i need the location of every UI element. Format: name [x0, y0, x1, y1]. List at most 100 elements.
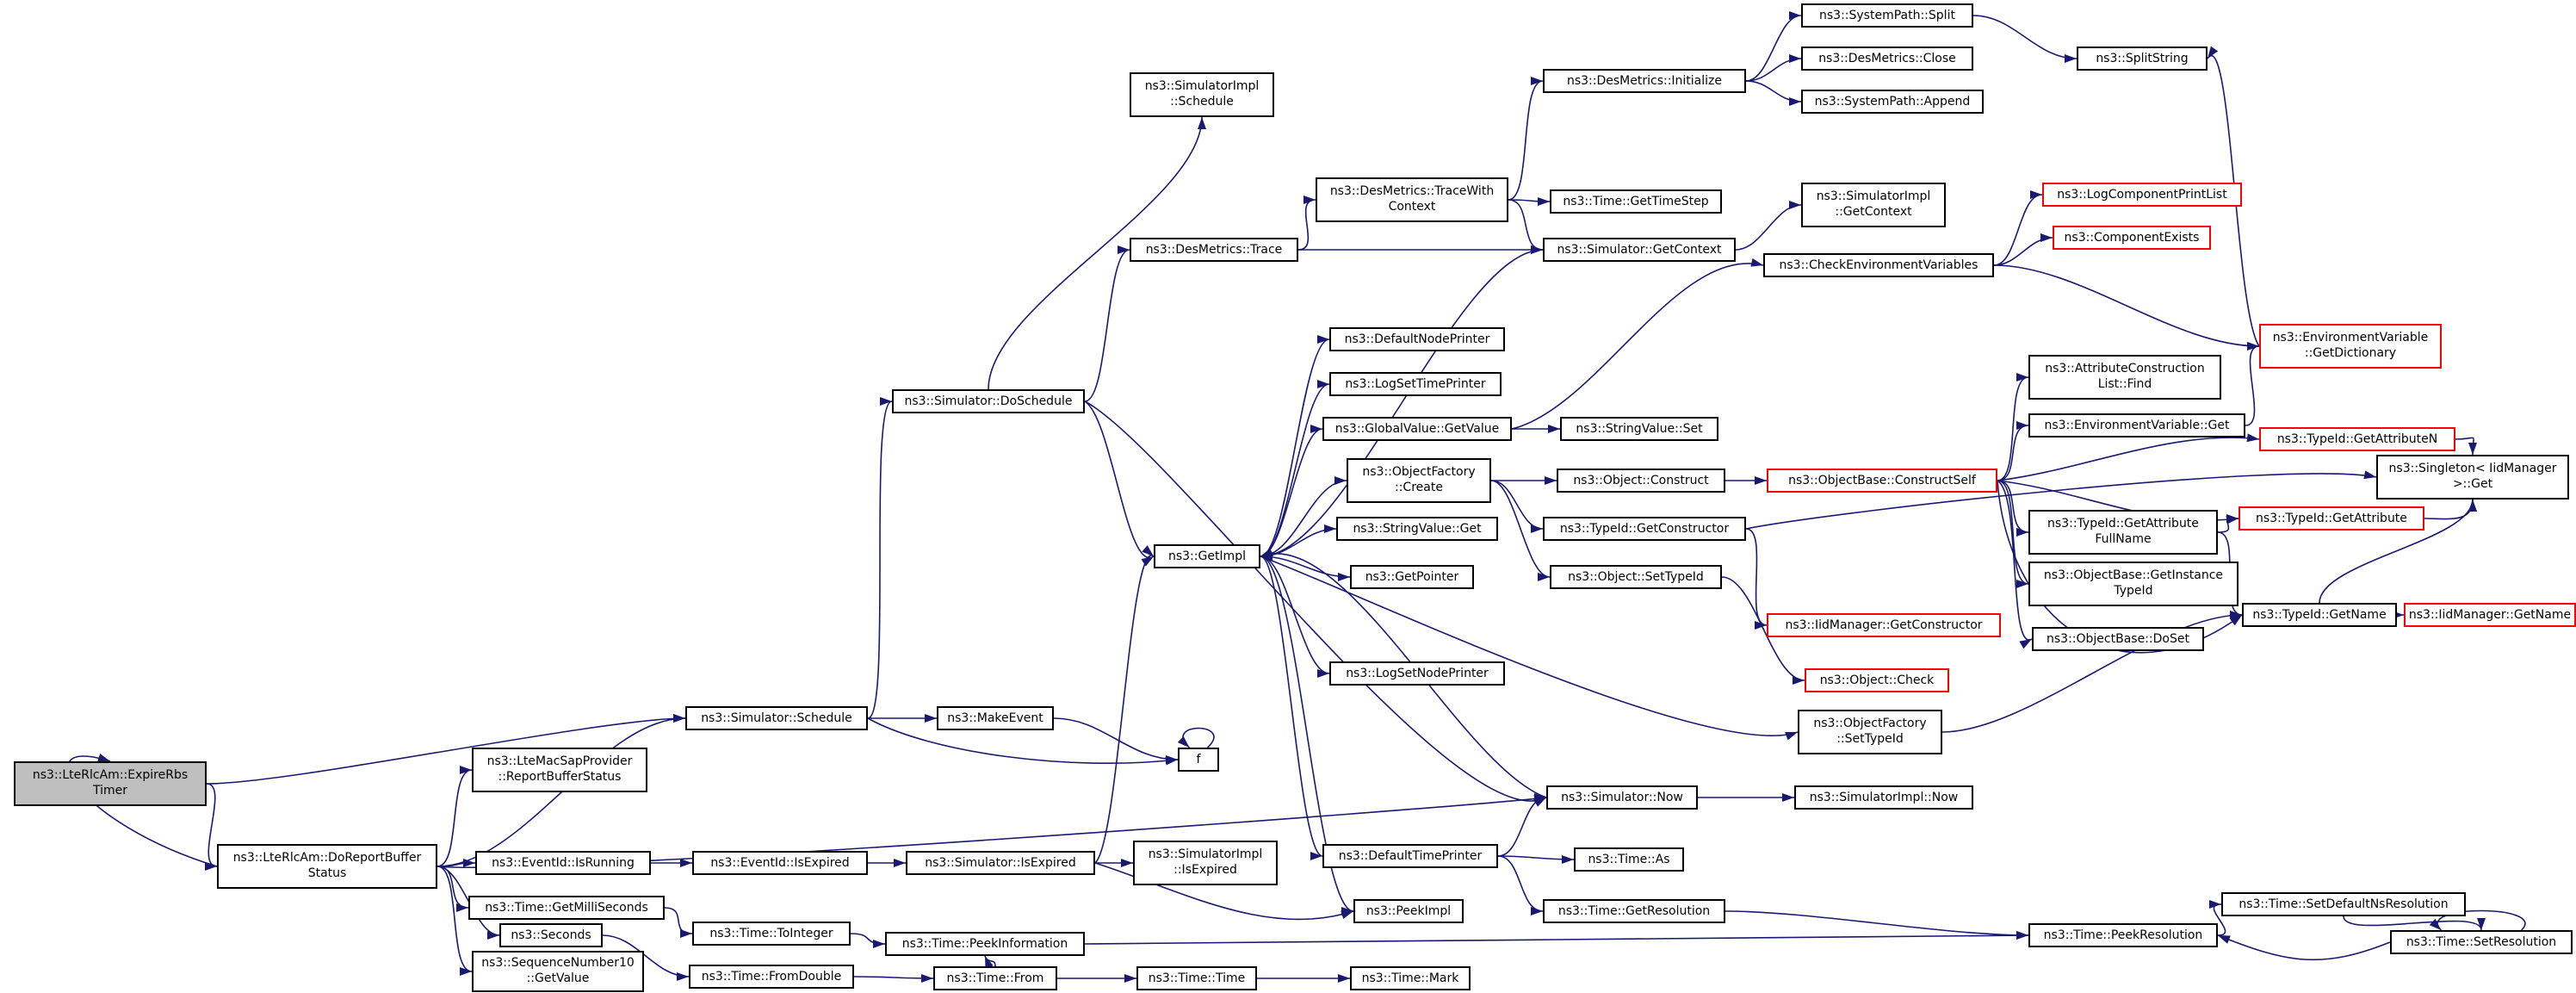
node-simIsExpired[interactable]: ns3::Simulator::IsExpired	[906, 851, 1095, 875]
node-peekImpl[interactable]: ns3::PeekImpl	[1353, 899, 1464, 923]
node-logComponentPrintList[interactable]: ns3::LogComponentPrintList	[2042, 183, 2242, 207]
edge-constructSelf-getAttrFullName	[1997, 480, 2029, 537]
node-getMilliSeconds[interactable]: ns3::Time::GetMilliSeconds	[468, 896, 665, 920]
edge-getConstructor-singleton	[1745, 470, 2377, 530]
node-peekInformation[interactable]: ns3::Time::PeekInformation	[885, 932, 1085, 956]
edge-traceWithContext-desInit	[1508, 77, 1544, 201]
edge-checkEnvVars-logComponentPrintList	[1993, 190, 2043, 266]
edge-constructSelf-attrFind	[1997, 373, 2029, 481]
node-desTrace[interactable]: ns3::DesMetrics::Trace	[1130, 238, 1298, 262]
node-simImplSchedule[interactable]: ns3::SimulatorImpl ::Schedule	[1130, 72, 1274, 117]
node-defaultNodePrinter[interactable]: ns3::DefaultNodePrinter	[1329, 327, 1505, 351]
node-expire[interactable]: ns3::LteRlcAm::ExpireRbs Timer	[14, 761, 207, 806]
node-seqGetValue[interactable]: ns3::SequenceNumber10 ::GetValue	[472, 951, 644, 992]
edge-checkEnvVars-envGetDictionary	[1993, 264, 2260, 351]
node-timeMark[interactable]: ns3::Time::Mark	[1350, 966, 1471, 990]
edge-expire-simSchedule	[206, 714, 686, 785]
node-timeAs[interactable]: ns3::Time::As	[1574, 847, 1684, 872]
edge-doReport-reportBufferStatus	[437, 766, 473, 867]
node-objFactorySetTypeId[interactable]: ns3::ObjectFactory ::SetTypeId	[1798, 710, 1942, 754]
edge-envGetDictionary-splitString	[2207, 46, 2260, 347]
node-traceWithContext[interactable]: ns3::DesMetrics::TraceWith Context	[1316, 177, 1508, 222]
node-getConstructor[interactable]: ns3::TypeId::GetConstructor	[1543, 517, 1746, 541]
node-seconds[interactable]: ns3::Seconds	[499, 923, 603, 947]
node-splitString[interactable]: ns3::SplitString	[2077, 47, 2208, 71]
edge-doReport-seqGetValue	[437, 866, 473, 976]
node-logSetNodePrinter[interactable]: ns3::LogSetNodePrinter	[1329, 661, 1505, 686]
edge-getAttribute-singleton	[2424, 499, 2477, 520]
edge-simIsExpired-peekImpl	[1094, 862, 1354, 921]
edge-doReport-simSchedule	[437, 714, 686, 867]
node-globalGetValue[interactable]: ns3::GlobalValue::GetValue	[1322, 417, 1512, 441]
edge-fNode-fNode	[1177, 727, 1215, 748]
edge-simSchedule-fNode	[867, 717, 1179, 766]
node-setResolution[interactable]: ns3::Time::SetResolution	[2390, 930, 2573, 954]
node-sysSplit[interactable]: ns3::SystemPath::Split	[1801, 3, 1973, 28]
node-simImplNow[interactable]: ns3::SimulatorImpl::Now	[1794, 785, 1973, 810]
edge-peekInformation-peekResolution	[1084, 931, 2029, 945]
node-getAttributeN[interactable]: ns3::TypeId::GetAttributeN	[2259, 427, 2455, 451]
node-getResolution[interactable]: ns3::Time::GetResolution	[1543, 899, 1725, 923]
node-eventIsExpired[interactable]: ns3::EventId::IsExpired	[692, 851, 868, 875]
node-defaultTimePrinter[interactable]: ns3::DefaultTimePrinter	[1322, 844, 1498, 868]
node-desClose[interactable]: ns3::DesMetrics::Close	[1801, 47, 1973, 71]
node-typeIdGetName[interactable]: ns3::TypeId::GetName	[2242, 603, 2397, 627]
node-objFactoryCreate[interactable]: ns3::ObjectFactory ::Create	[1347, 458, 1491, 503]
edge-defaultTimePrinter-timeAs	[1497, 854, 1575, 864]
edge-objFactoryCreate-getConstructor	[1490, 480, 1544, 533]
node-simGetContext[interactable]: ns3::Simulator::GetContext	[1543, 238, 1736, 262]
edge-seconds-fromDouble	[602, 934, 690, 981]
node-singleton[interactable]: ns3::Singleton< IidManager >::Get	[2376, 455, 2569, 500]
node-objSetTypeId[interactable]: ns3::Object::SetTypeId	[1550, 565, 1722, 589]
edge-fromDouble-timeFrom	[853, 973, 934, 983]
edge-objFactorySetTypeId-typeIdGetName	[1941, 611, 2243, 733]
node-setDefaultNs[interactable]: ns3::Time::SetDefaultNsResolution	[2221, 892, 2466, 916]
node-doSchedule[interactable]: ns3::Simulator::DoSchedule	[892, 389, 1085, 413]
node-checkEnvVars[interactable]: ns3::CheckEnvironmentVariables	[1763, 253, 1994, 277]
node-simNow[interactable]: ns3::Simulator::Now	[1546, 785, 1698, 810]
edge-getImpl-objFactorySetTypeId	[1260, 555, 1799, 741]
node-logSetTimePrinter[interactable]: ns3::LogSetTimePrinter	[1329, 372, 1502, 396]
node-componentExists[interactable]: ns3::ComponentExists	[2053, 226, 2211, 250]
node-stringValueGet[interactable]: ns3::StringValue::Get	[1336, 517, 1498, 541]
node-simImplGetContext[interactable]: ns3::SimulatorImpl ::GetContext	[1801, 183, 1946, 227]
node-sysAppend[interactable]: ns3::SystemPath::Append	[1801, 90, 1984, 114]
node-reportBufferStatus[interactable]: ns3::LteMacSapProvider ::ReportBufferSta…	[472, 748, 647, 792]
node-desInit[interactable]: ns3::DesMetrics::Initialize	[1543, 69, 1746, 93]
node-envGet[interactable]: ns3::EnvironmentVariable::Get	[2028, 413, 2245, 438]
node-fromDouble[interactable]: ns3::Time::FromDouble	[689, 965, 854, 989]
node-simImplIsExpired[interactable]: ns3::SimulatorImpl ::IsExpired	[1133, 841, 1278, 885]
node-envGetDictionary[interactable]: ns3::EnvironmentVariable ::GetDictionary	[2259, 324, 2442, 369]
node-getImpl[interactable]: ns3::GetImpl	[1154, 544, 1260, 568]
node-objDoSet[interactable]: ns3::ObjectBase::DoSet	[2032, 627, 2204, 651]
node-stringValueSet[interactable]: ns3::StringValue::Set	[1560, 417, 1718, 441]
node-getTimeStep[interactable]: ns3::Time::GetTimeStep	[1550, 189, 1722, 214]
edge-getImpl-objFactoryCreate	[1260, 476, 1347, 557]
edge-toInteger-peekInformation	[850, 933, 886, 948]
edge-doSchedule-getImpl	[1084, 400, 1155, 567]
node-constructSelf[interactable]: ns3::ObjectBase::ConstructSelf	[1767, 469, 1997, 493]
node-iidGetName[interactable]: ns3::IidManager::GetName	[2404, 603, 2576, 627]
node-objectCheck[interactable]: ns3::Object::Check	[1805, 668, 1949, 692]
node-attrFind[interactable]: ns3::AttributeConstruction List::Find	[2028, 355, 2221, 400]
node-objConstruct[interactable]: ns3::Object::Construct	[1557, 469, 1725, 493]
node-makeEvent[interactable]: ns3::MakeEvent	[937, 706, 1054, 730]
node-getAttrFullName[interactable]: ns3::TypeId::GetAttribute FullName	[2028, 510, 2218, 555]
node-timeTime[interactable]: ns3::Time::Time	[1136, 966, 1257, 990]
node-eventIsRunning[interactable]: ns3::EventId::IsRunning	[475, 851, 651, 875]
node-toInteger[interactable]: ns3::Time::ToInteger	[692, 922, 851, 946]
node-peekResolution[interactable]: ns3::Time::PeekResolution	[2028, 923, 2218, 947]
edge-sysSplit-splitString	[1972, 15, 2078, 63]
node-getAttribute[interactable]: ns3::TypeId::GetAttribute	[2239, 506, 2424, 531]
node-getInstanceTypeId[interactable]: ns3::ObjectBase::GetInstance TypeId	[2028, 562, 2239, 606]
node-doReport[interactable]: ns3::LteRlcAm::DoReportBuffer Status	[217, 844, 437, 889]
edge-defaultTimePrinter-getResolution	[1497, 855, 1544, 915]
node-simSchedule[interactable]: ns3::Simulator::Schedule	[685, 706, 868, 730]
node-timeFrom[interactable]: ns3::Time::From	[933, 966, 1057, 990]
node-fNode[interactable]: f	[1178, 748, 1219, 772]
edge-traceWithContext-getTimeStep	[1508, 196, 1551, 206]
node-iidGetConstructor[interactable]: ns3::IidManager::GetConstructor	[1767, 613, 2001, 637]
node-getPointer[interactable]: ns3::GetPointer	[1350, 565, 1474, 589]
edge-setDefaultNs-setResolution	[2343, 915, 2486, 931]
edge-getImpl-globalGetValue	[1260, 425, 1323, 557]
